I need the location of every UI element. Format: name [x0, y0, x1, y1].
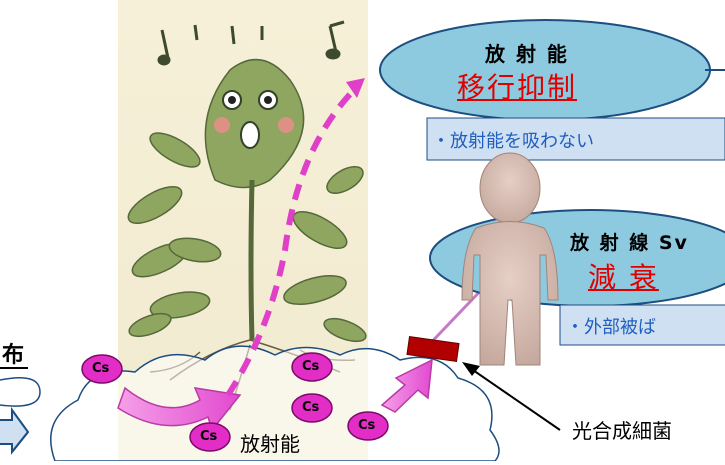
music-note-icons — [157, 20, 345, 66]
pink-uptake-arrow-left — [117, 386, 242, 432]
cs-label-3: Cs — [302, 359, 320, 374]
mid-note-box — [559, 304, 725, 346]
mid-action: 減 衰 — [588, 261, 659, 294]
cs-label-2: Cs — [200, 429, 218, 444]
top-action: 移行抑制 — [457, 71, 578, 104]
left-partial-ellipse — [0, 377, 41, 407]
person-figure — [461, 152, 559, 366]
dashed-arrow-head — [346, 78, 365, 98]
top-note-box — [426, 117, 725, 161]
soil-label: 放射能 — [240, 432, 300, 456]
dashed-radioactivity-arrow — [225, 89, 355, 397]
cs-label-5: Cs — [358, 418, 376, 433]
cs-label-4: Cs — [302, 400, 320, 415]
plant-stem — [248, 179, 255, 341]
bacteria-pointer-line — [469, 367, 561, 431]
mid-note: ・外部被ば — [566, 317, 656, 338]
mid-title: 放 射 線 Sv — [570, 232, 689, 254]
pink-uptake-arrow-right — [380, 358, 433, 413]
bacteria-pointer-head — [462, 362, 480, 376]
top-note: ・放射能を吸わない — [432, 131, 594, 152]
cs-circles — [81, 352, 389, 452]
cs-label-1: Cs — [92, 361, 110, 376]
bacteria-block — [406, 336, 460, 362]
plant-face — [214, 90, 294, 149]
top-title: 放 射 能 — [485, 42, 569, 66]
left-label: 布 — [2, 342, 24, 368]
bacteria-label: 光合成細菌 — [572, 419, 672, 443]
left-arrow — [0, 406, 30, 455]
